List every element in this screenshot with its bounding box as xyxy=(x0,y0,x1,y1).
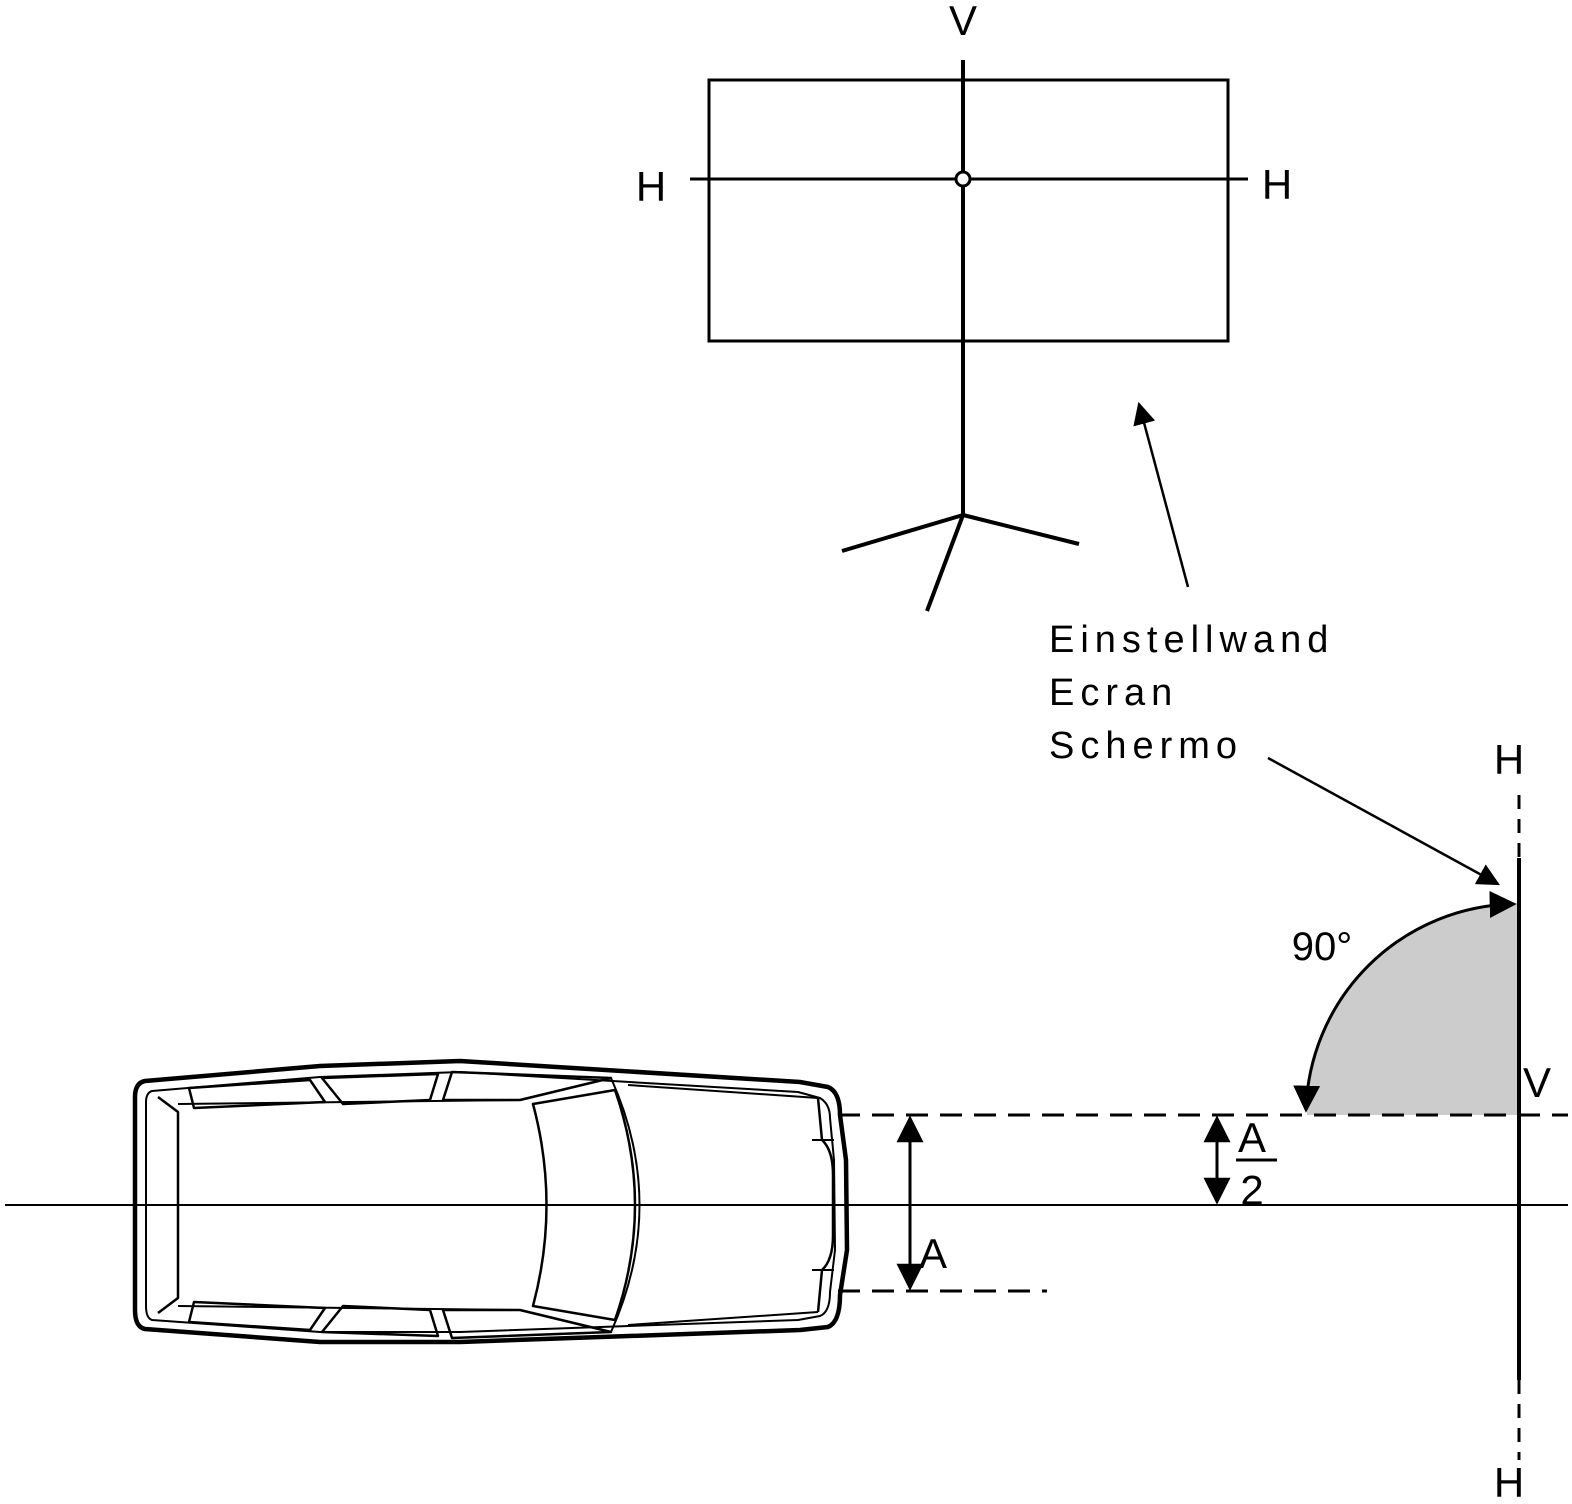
car-front-grille xyxy=(816,1097,835,1313)
angle-90-label: 90° xyxy=(1292,925,1353,969)
plan-h-label-top: H xyxy=(1494,736,1524,783)
car-windshield-frame xyxy=(519,1077,641,1333)
caption-line-french: Ecran xyxy=(1049,672,1178,714)
tripod-stand xyxy=(841,513,1080,612)
plan-view: A A 2 H H V 90° xyxy=(5,736,1568,1504)
car-hood-line-top xyxy=(627,1084,819,1099)
plan-h-label-bottom: H xyxy=(1494,1459,1524,1504)
car-body-outline xyxy=(132,1058,850,1345)
leader-arrow-to-front-view xyxy=(1133,401,1190,588)
screen-center-point xyxy=(954,170,972,188)
screen-rectangle xyxy=(707,78,1230,343)
car-middle-window-top xyxy=(320,1072,440,1106)
caption-line-italian: Schermo xyxy=(1049,725,1243,767)
dimension-a-label: A xyxy=(919,1230,947,1277)
car-hood-line-bottom xyxy=(627,1311,819,1326)
screen-h-label-left: H xyxy=(636,163,666,210)
aiming-screen-front-view: V H H xyxy=(636,0,1292,612)
leader-arrow-to-plan-view xyxy=(1267,756,1500,886)
car-windshield xyxy=(531,1088,637,1322)
screen-h-label-right: H xyxy=(1262,161,1292,208)
screen-v-label: V xyxy=(949,0,977,44)
car-body-inner-rim xyxy=(145,1071,836,1333)
half-a-denominator: 2 xyxy=(1240,1166,1263,1213)
caption-line-german: Einstellwand xyxy=(1049,619,1334,661)
plan-v-label: V xyxy=(1523,1059,1551,1106)
vehicle-top-view xyxy=(132,1058,850,1345)
car-middle-window-bottom xyxy=(320,1304,440,1338)
half-a-numerator: A xyxy=(1238,1114,1266,1161)
car-roof-edge-top xyxy=(177,1099,521,1105)
car-roof-edge-bottom xyxy=(177,1305,521,1311)
screen-caption: Einstellwand Ecran Schermo xyxy=(1049,401,1500,886)
car-rear-section xyxy=(157,1096,180,1314)
right-angle-arc xyxy=(1293,890,1517,1113)
